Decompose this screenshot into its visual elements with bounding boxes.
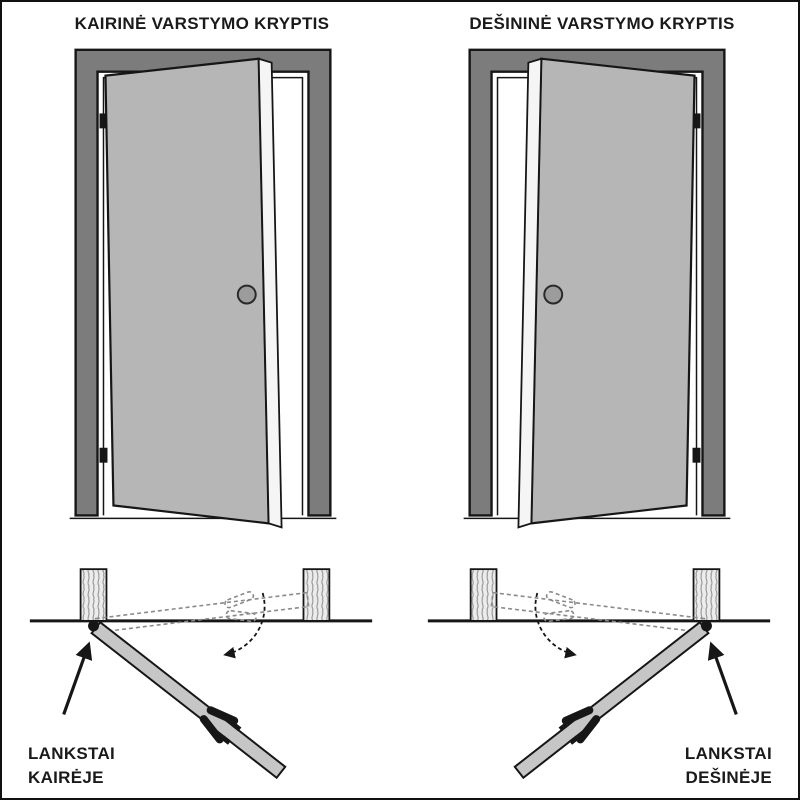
right-hinge-label: LANKSTAI DEŠINĖJE — [685, 742, 772, 790]
left-door-diagram — [30, 50, 372, 786]
right-hinge-label-line2: DEŠINĖJE — [685, 767, 772, 787]
right-door-diagram — [428, 50, 770, 786]
right-hinge-label-line1: LANKSTAI — [684, 744, 772, 763]
left-hinge-label-line1: LANKSTAI — [28, 744, 116, 763]
left-panel-title: KAIRINĖ VARSTYMO KRYPTIS — [74, 14, 330, 33]
left-hinge-label-line2: KAIRĖJE — [28, 767, 104, 787]
left-hinge-label: LANKSTAI KAIRĖJE — [28, 742, 115, 790]
right-panel-title: DEŠININĖ VARSTYMO KRYPTIS — [469, 14, 735, 33]
